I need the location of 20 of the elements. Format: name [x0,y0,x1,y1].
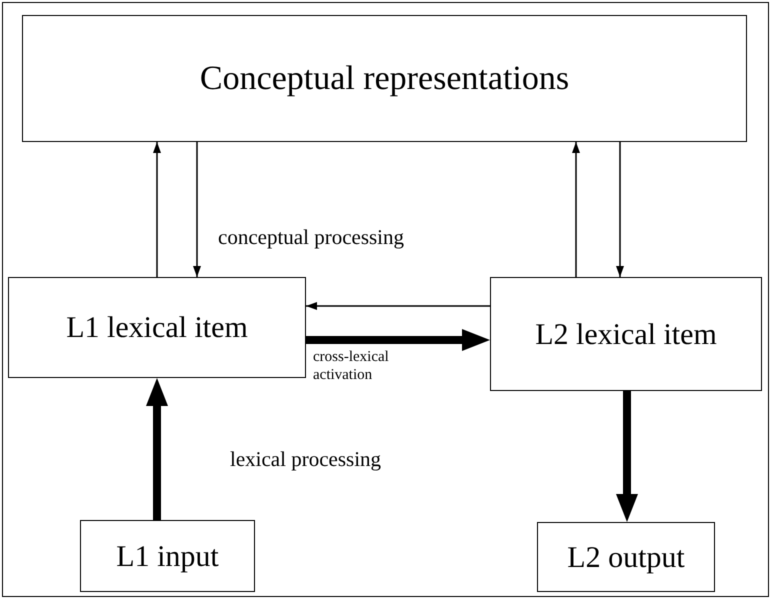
arrow [616,142,624,277]
arrow [153,142,161,277]
box-label: L2 output [567,540,685,576]
arrow [306,329,490,351]
box-label: Conceptual representations [200,59,570,99]
process-box [8,277,306,378]
box-label: L1 input [116,538,219,574]
arrow [193,142,201,277]
process-box [490,277,762,391]
arrow [572,142,580,277]
annotation-text: lexical processing [230,446,382,473]
box-label: L2 lexical item [535,316,717,352]
process-box [537,522,715,592]
arrow [306,302,490,310]
arrow [146,378,168,520]
box-label: L1 lexical item [66,310,248,346]
process-box [22,15,747,142]
process-box [80,520,255,592]
annotation-text: conceptual processing [218,224,404,251]
arrow [616,391,638,522]
